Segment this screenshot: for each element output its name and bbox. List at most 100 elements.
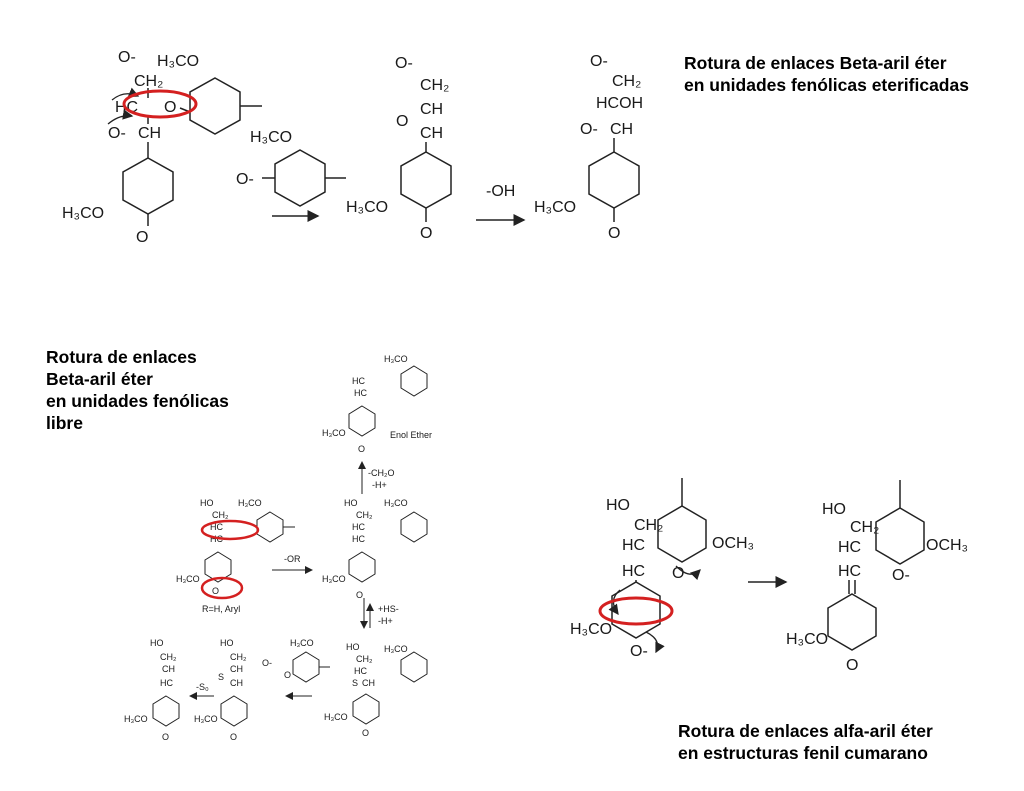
aromatic-ring	[400, 365, 428, 397]
reagent-minus-s0: -S₀	[196, 682, 209, 692]
reagent-minus-h: -H+	[372, 480, 387, 490]
aromatic-ring	[657, 505, 707, 563]
label-ch2: CH₂	[212, 510, 229, 520]
caption-line: en unidades fenólicas eterificadas	[684, 75, 969, 95]
product-phenylcoumaran: HO CH₂ HC HC O- OCH₃ H₃CO O	[786, 480, 968, 674]
label-o-minus: O-	[395, 55, 413, 72]
label-hc: HC	[622, 563, 645, 580]
label-h3co: H₃CO	[157, 53, 199, 70]
reactant-etherified: O- CH₂ H₃CO HC O O- CH H₃CO O	[62, 49, 262, 246]
label-o: O	[846, 657, 858, 674]
reagent-minus-h: -H+	[378, 616, 393, 626]
panel-phenylcoumaran: HO CH₂ HC HC O OCH₃ H₃CO O- HO CH₂ HC HC…	[570, 478, 968, 674]
label-ho: HO	[346, 642, 360, 652]
highlight-ether-bond	[200, 519, 260, 541]
highlight-ring-bond	[598, 596, 674, 626]
label-o-minus: O-	[580, 121, 598, 138]
caption-line: Rotura de enlaces alfa-aril éter	[678, 721, 933, 741]
caption-etherified: Rotura de enlaces Beta-aril éter en unid…	[684, 52, 969, 96]
label-h3co: H₃CO	[124, 714, 148, 724]
label-o: O	[362, 728, 369, 738]
label-hc: HC	[622, 537, 645, 554]
aromatic-ring	[400, 651, 428, 683]
aromatic-ring	[400, 511, 428, 543]
label-h3co: H₃CO	[194, 714, 218, 724]
label-h3co: H₃CO	[534, 199, 576, 216]
label-h3co: H₃CO	[176, 574, 200, 584]
reactant-free-phenolic: HO H₃CO CH₂ HC HC H₃CO O R=H, Aryl	[176, 498, 295, 614]
label-o: O	[212, 586, 219, 596]
label-hc: HC	[354, 666, 367, 676]
quinone-methide: HO H₃CO CH₂ HC HC H₃CO O	[322, 498, 428, 600]
highlight-phenolate	[200, 576, 244, 600]
label-ho: HO	[606, 497, 630, 514]
caption-line: en estructuras fenil cumarano	[678, 743, 928, 763]
label-ch: CH	[162, 664, 175, 674]
label-ch2: CH₂	[160, 652, 177, 662]
label-hc: HC	[160, 678, 173, 688]
reagent-hydroxide: -OH	[486, 183, 515, 200]
label-h3co: H₃CO	[384, 498, 408, 508]
caption-free-phenolic: Rotura de enlaces Beta-aril éter en unid…	[46, 346, 229, 434]
label-ch: CH	[362, 678, 375, 688]
label-o-minus: O-	[630, 643, 648, 660]
label-o: O	[162, 732, 169, 742]
panel-free-phenolic: HO H₃CO CH₂ HC HC H₃CO O R=H, Aryl -OR H…	[124, 354, 432, 742]
reagent-minus-or: -OR	[284, 554, 301, 564]
phenoxide-leaving-group: H₃CO O-	[236, 129, 346, 207]
label-h3co: H₃CO	[290, 638, 314, 648]
label-o-minus: O-	[108, 125, 126, 142]
caption-phenylcoumaran: Rotura de enlaces alfa-aril éter en estr…	[678, 720, 933, 764]
label-hc: HC	[352, 522, 365, 532]
label-hc: HC	[838, 539, 861, 556]
thiol-adduct: HO H₃CO CH₂ HC S CH H₃CO O	[324, 642, 428, 738]
label-och3: OCH₃	[712, 535, 754, 552]
label-ether-o: O	[164, 99, 176, 116]
label-h3co: H₃CO	[786, 631, 828, 648]
label-ch: CH	[420, 125, 443, 142]
released-guaiacolate: O- H₃CO O	[262, 638, 330, 683]
caption-line: Beta-aril éter	[46, 369, 153, 389]
label-hcoh: HCOH	[596, 95, 643, 112]
label-o: O	[230, 732, 237, 742]
label-ch: CH	[230, 664, 243, 674]
aromatic-ring	[204, 551, 232, 583]
caption-line: libre	[46, 413, 83, 433]
label-hc: HC	[838, 563, 861, 580]
label-enol-ether: Enol Ether	[390, 430, 432, 440]
label-ch2: CH₂	[356, 510, 373, 520]
label-ho: HO	[150, 638, 164, 648]
caption-line: en unidades fenólicas	[46, 391, 229, 411]
aromatic-ring	[875, 507, 925, 565]
aromatic-ring	[352, 693, 380, 725]
aromatic-ring	[189, 77, 241, 135]
label-o-minus: O-	[236, 171, 254, 188]
label-o-minus: O-	[892, 567, 910, 584]
label-ch2: CH₂	[850, 519, 879, 536]
aromatic-ring	[220, 695, 248, 727]
label-ch2: CH₂	[134, 73, 163, 90]
label-ho: HO	[220, 638, 234, 648]
label-h3co: H₃CO	[346, 199, 388, 216]
thiirane-intermediate: HO CH₂ CH S CH H₃CO O	[194, 638, 248, 742]
reagent-minus-ch2o: -CH₂O	[368, 468, 395, 478]
label-o: O	[358, 444, 365, 454]
label-o: O	[420, 225, 432, 242]
label-h3co: H₃CO	[384, 644, 408, 654]
label-h3co: H₃CO	[570, 621, 612, 638]
label-ch: CH	[138, 125, 161, 142]
aromatic-ring	[588, 151, 640, 209]
caption-line: Rotura de enlaces Beta-aril éter	[684, 53, 947, 73]
label-s: S	[352, 678, 358, 688]
aromatic-ring	[152, 695, 180, 727]
label-h3co: H₃CO	[384, 354, 408, 364]
label-ch2: CH₂	[356, 654, 373, 664]
label-ho: HO	[344, 498, 358, 508]
aromatic-ring	[400, 151, 452, 209]
label-o: O	[608, 225, 620, 242]
reactant-phenylcoumaran: HO CH₂ HC HC O OCH₃ H₃CO O-	[570, 478, 754, 660]
label-ho: HO	[822, 501, 846, 518]
label-hc: HC	[354, 388, 367, 398]
label-r-group: R=H, Aryl	[202, 604, 240, 614]
